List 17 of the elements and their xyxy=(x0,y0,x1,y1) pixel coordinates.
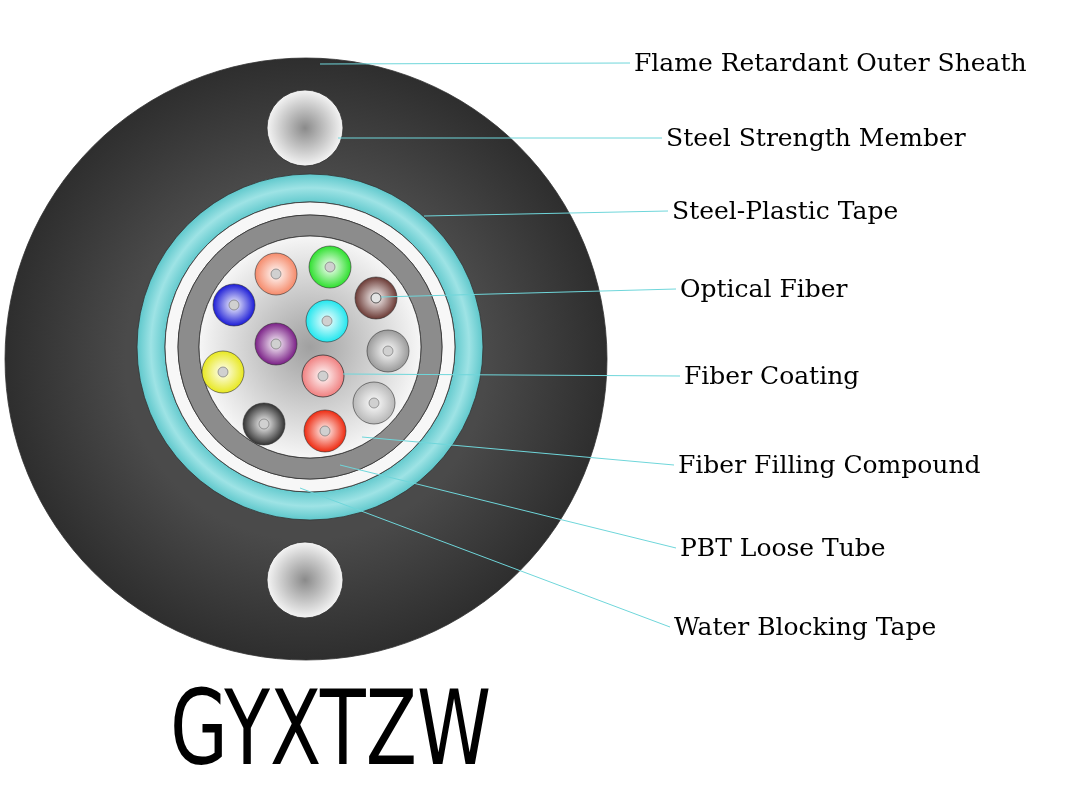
leader-line xyxy=(423,210,669,217)
leader-line xyxy=(337,137,663,139)
leader-line xyxy=(339,464,677,549)
leader-line xyxy=(361,436,675,466)
part-label: Flame Retardant Outer Sheath xyxy=(634,48,1027,78)
leader-line xyxy=(380,288,677,298)
leader-line xyxy=(299,487,671,628)
cable-type-title: GYXTZW xyxy=(170,668,492,788)
part-label: Optical Fiber xyxy=(680,274,848,304)
leader-line xyxy=(319,62,631,65)
part-label: Fiber Coating xyxy=(684,361,860,391)
leader-line xyxy=(342,373,681,377)
part-label: PBT Loose Tube xyxy=(680,533,886,563)
part-label: Water Blocking Tape xyxy=(674,612,937,642)
part-label: Steel-Plastic Tape xyxy=(672,196,899,226)
part-label: Steel Strength Member xyxy=(666,123,966,153)
part-label: Fiber Filling Compound xyxy=(678,450,981,480)
